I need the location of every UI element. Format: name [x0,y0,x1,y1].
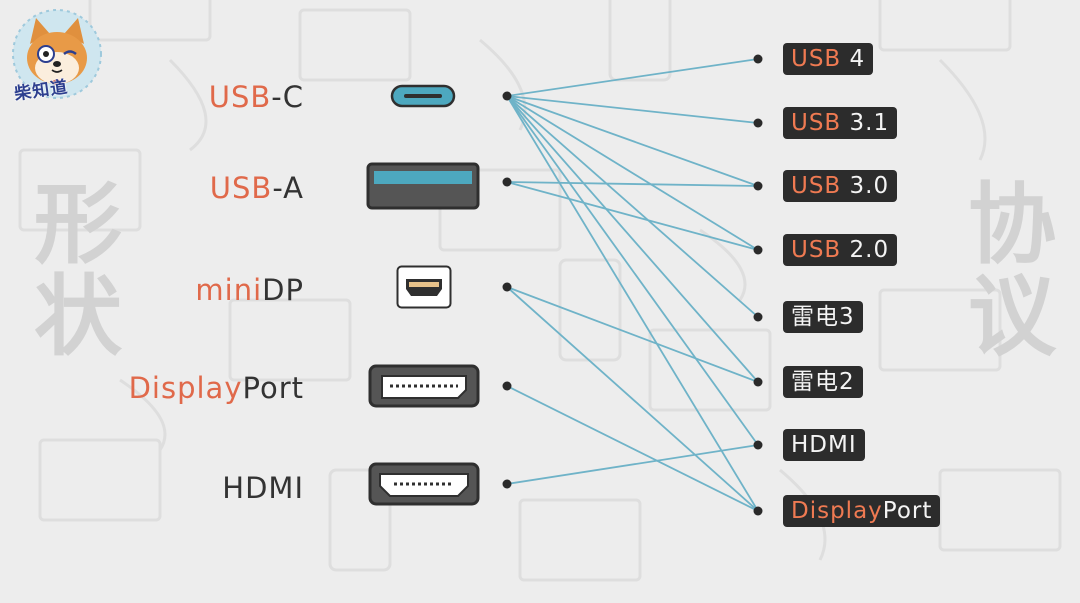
protocol-tag-hdmi: HDMI [783,429,865,461]
shape-heading: 形状 [33,172,122,368]
displayport-port-icon [368,364,480,408]
protocol-tag-usb20: USB 2.0 [783,234,898,266]
shiba-logo [12,9,102,99]
shape-label-displayport: DisplayPort [128,371,304,405]
hdmi-port-icon [368,462,480,506]
shape-label-minidp: miniDP [195,273,304,307]
protocol-heading: 协议 [967,172,1056,368]
usb-a-port-icon [366,162,480,210]
protocol-tag-thunderbolt2: 雷电2 [783,366,863,398]
protocol-tag-displayport: DisplayPort [783,495,941,527]
minidp-port-icon [396,265,452,309]
protocol-tag-usb4: USB 4 [783,43,874,75]
shape-label-usba: USB-A [209,171,304,205]
protocol-tag-usb31: USB 3.1 [783,107,898,139]
shape-label-usbc: USB-C [208,80,304,114]
protocol-tag-thunderbolt3: 雷电3 [783,301,863,333]
protocol-tag-usb30: USB 3.0 [783,170,898,202]
usb-c-port-icon [390,84,456,108]
shape-label-hdmi: HDMI [222,471,304,505]
